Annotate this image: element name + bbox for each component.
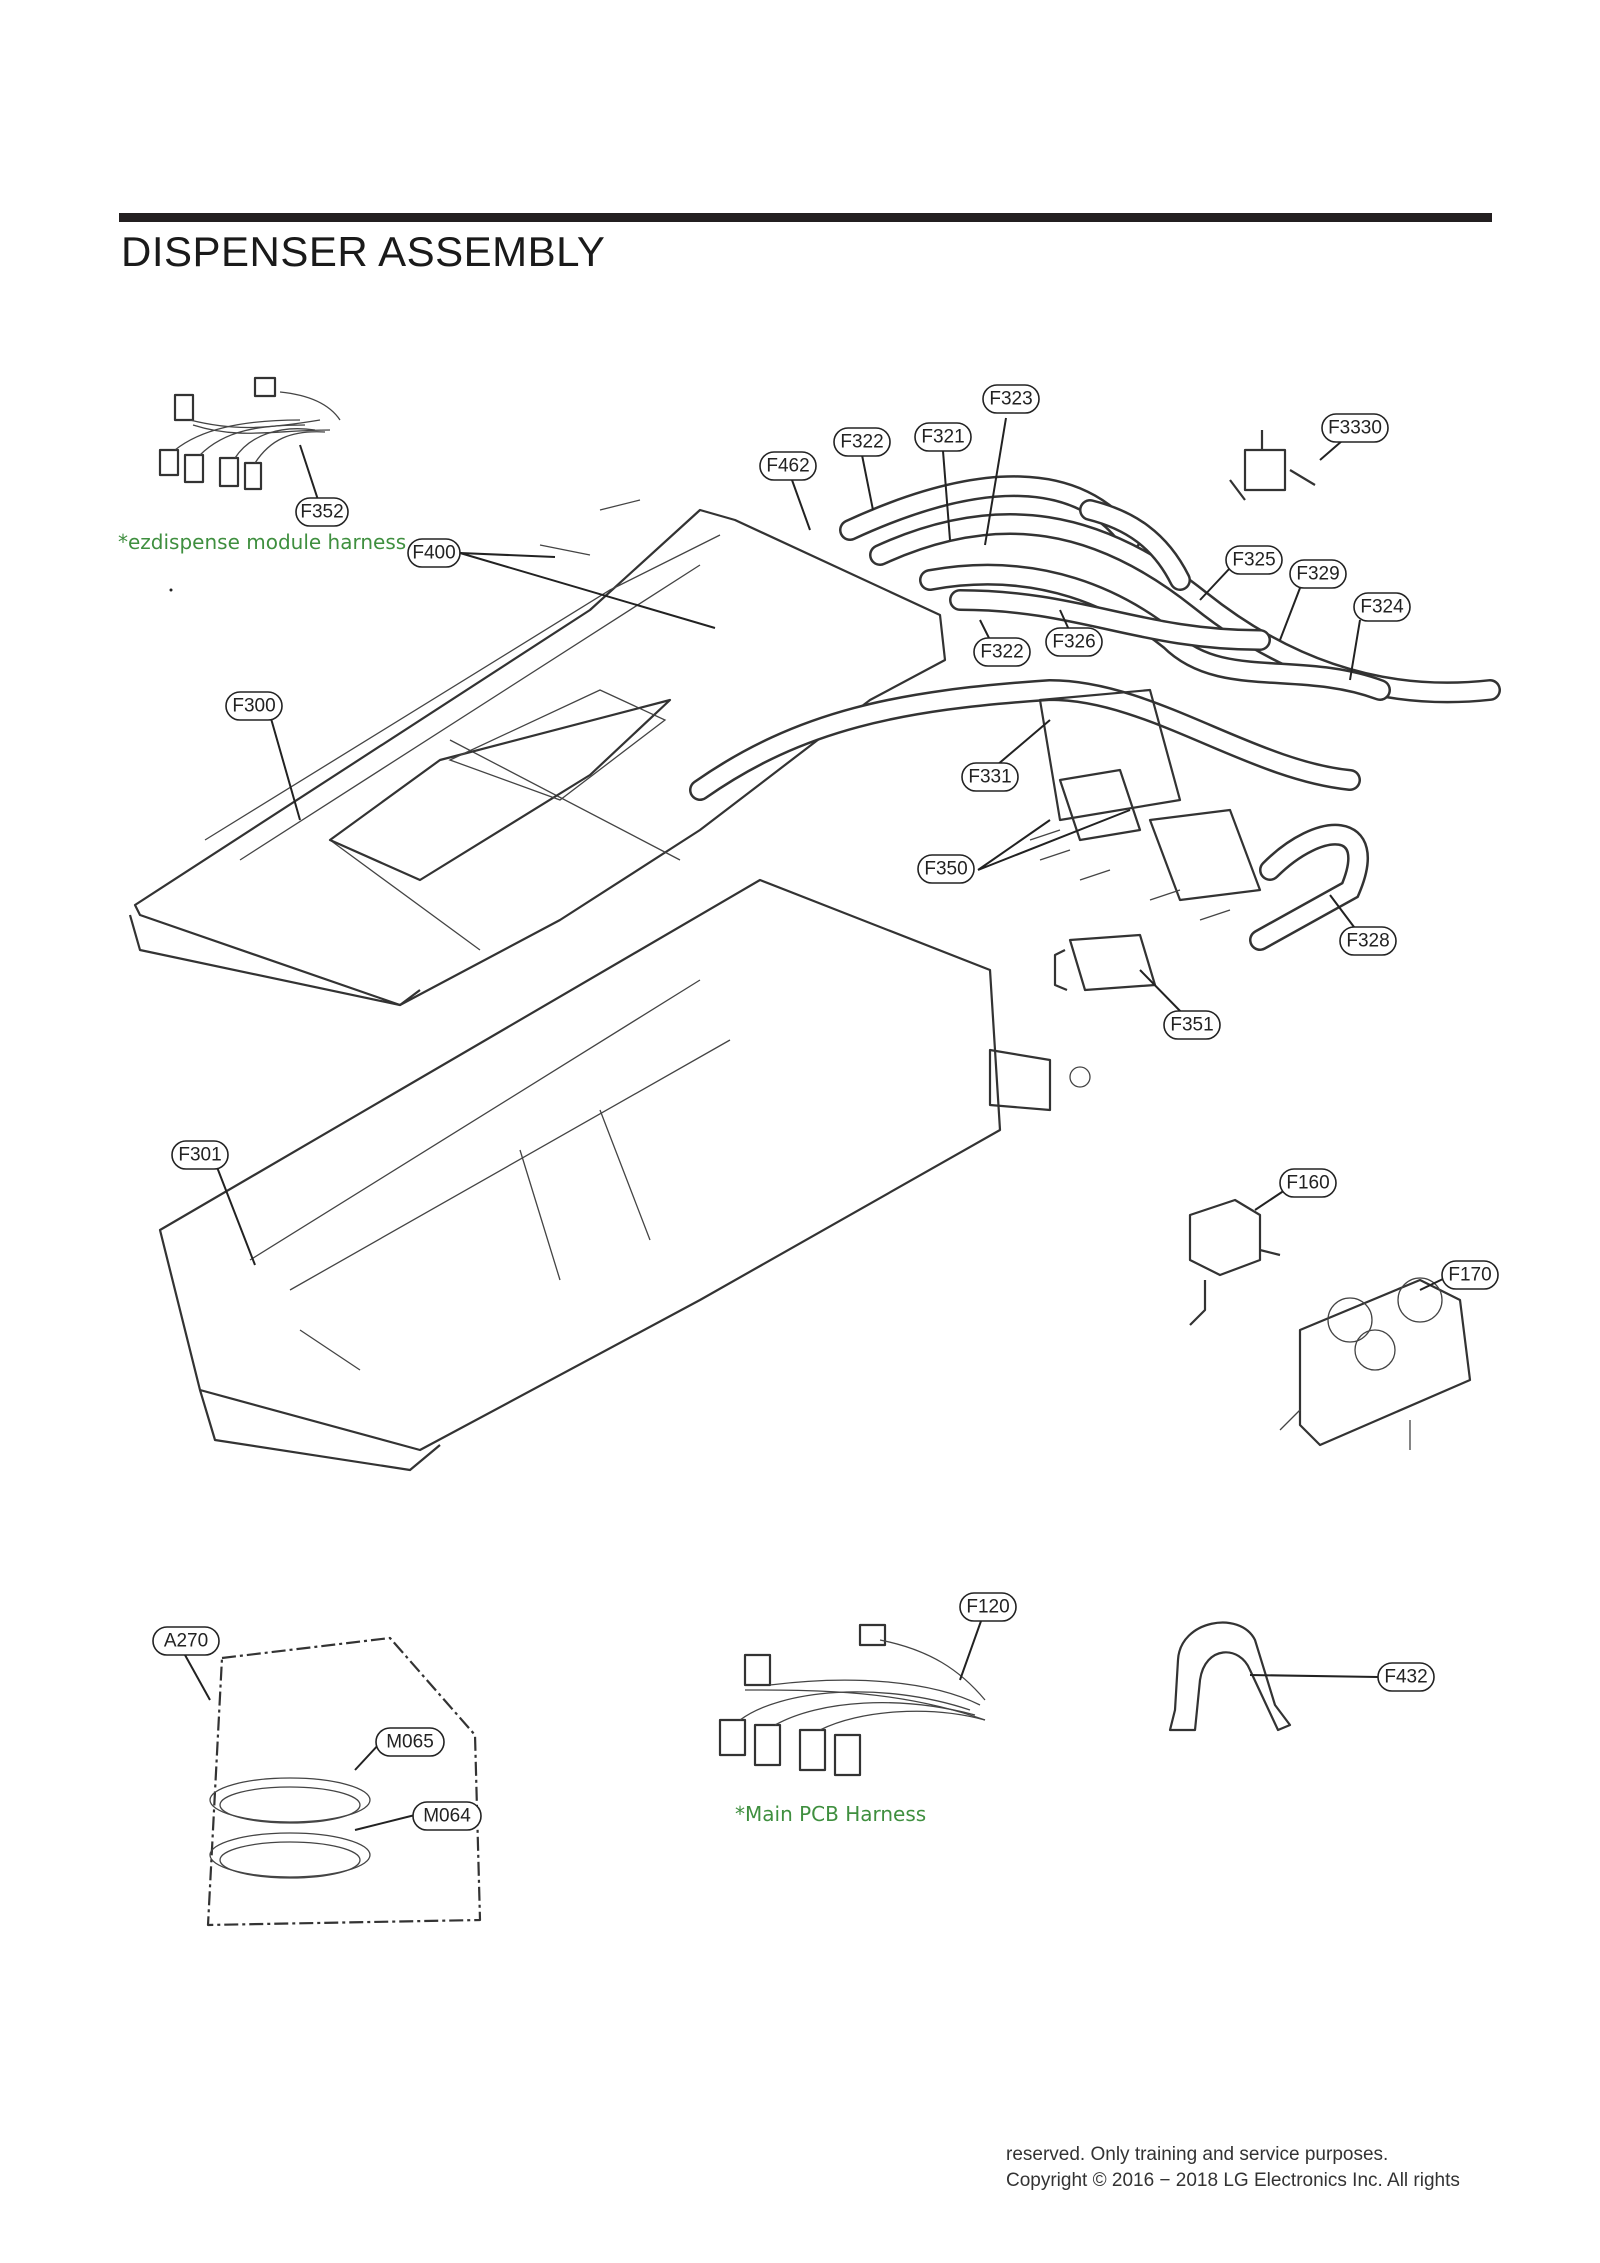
svg-text:F432: F432 (1384, 1667, 1427, 1688)
valve-f351-drawing (1053, 933, 1157, 992)
callout-F350: F350 (917, 854, 975, 884)
main-pcb-harness-note: *Main PCB Harness (735, 1802, 926, 1826)
clip-f432-drawing (1168, 1621, 1292, 1732)
svg-text:F170: F170 (1448, 1265, 1491, 1286)
svg-text:F321: F321 (921, 427, 964, 448)
callout-F329: F329 (1289, 559, 1347, 589)
callout-F331: F331 (961, 762, 1019, 792)
y-connector-drawing (1229, 430, 1316, 501)
callout-M064: M064 (412, 1801, 482, 1831)
svg-text:F3330: F3330 (1328, 418, 1382, 439)
title-rule (119, 213, 1492, 222)
svg-text:F324: F324 (1360, 597, 1404, 618)
svg-text:F328: F328 (1346, 931, 1389, 952)
callout-F301: F301 (171, 1140, 229, 1170)
dispenser-housing-drawing (158, 878, 1091, 1472)
page-title: DISPENSER ASSEMBLY (121, 228, 606, 275)
callout-F351: F351 (1163, 1010, 1221, 1040)
copyright-line-1: reserved. Only training and service purp… (1006, 2144, 1389, 2165)
leader-lines (184, 417, 1446, 1831)
callout-F323: F323 (982, 384, 1040, 414)
valve-f160-drawing (1188, 1198, 1281, 1326)
svg-text:F326: F326 (1052, 632, 1095, 653)
callout-F462: F462 (759, 451, 817, 481)
callout-F326: F326 (1045, 627, 1103, 657)
callout-F322-bottom: F322 (973, 637, 1031, 667)
main-pcb-harness-drawing (718, 1623, 986, 1777)
hose-bundle-drawing (689, 475, 1501, 801)
svg-text:F350: F350 (924, 859, 967, 880)
valve-block-drawing (1029, 688, 1369, 951)
svg-text:A270: A270 (164, 1631, 208, 1652)
callout-F325: F325 (1225, 545, 1283, 575)
svg-text:F329: F329 (1296, 564, 1339, 585)
svg-text:F325: F325 (1232, 550, 1275, 571)
svg-text:F351: F351 (1170, 1015, 1213, 1036)
svg-text:F400: F400 (412, 543, 455, 564)
svg-text:F331: F331 (968, 767, 1011, 788)
callout-F3330: F3330 (1321, 413, 1389, 443)
svg-text:F352: F352 (300, 502, 343, 523)
svg-text:F462: F462 (766, 456, 809, 477)
callout-F300: F300 (225, 691, 283, 721)
callout-F322-top: F322 (833, 427, 891, 457)
svg-text:M065: M065 (386, 1732, 434, 1753)
svg-text:F323: F323 (989, 389, 1032, 410)
svg-text:F120: F120 (966, 1597, 1009, 1618)
callout-F321: F321 (914, 422, 972, 452)
callout-F324: F324 (1353, 592, 1411, 622)
valve-f170-drawing (1279, 1277, 1472, 1450)
callout-F160: F160 (1279, 1168, 1337, 1198)
callout-M065: M065 (375, 1727, 445, 1757)
svg-text:M064: M064 (423, 1806, 471, 1827)
callout-F170: F170 (1441, 1260, 1499, 1290)
svg-text:F301: F301 (178, 1145, 221, 1166)
callout-F432: F432 (1377, 1662, 1435, 1692)
svg-text:F322: F322 (840, 432, 883, 453)
callout-F328: F328 (1339, 926, 1397, 956)
callout-F120: F120 (959, 1592, 1017, 1622)
callout-F352: F352 (295, 497, 349, 527)
dispenser-cover-drawing (128, 499, 947, 1007)
hose-kit-drawing (206, 1636, 482, 1927)
callout-A270: A270 (152, 1626, 220, 1656)
copyright-line-2: Copyright © 2016 − 2018 LG Electronics I… (1006, 2170, 1460, 2191)
svg-text:F300: F300 (232, 696, 275, 717)
ezdispense-harness-note: *ezdispense module harness (118, 530, 406, 554)
stray-dot (169, 588, 173, 592)
callout-F400: F400 (407, 538, 461, 568)
svg-text:F160: F160 (1286, 1173, 1329, 1194)
svg-text:F322: F322 (980, 642, 1023, 663)
ezdispense-harness-drawing (158, 376, 341, 491)
